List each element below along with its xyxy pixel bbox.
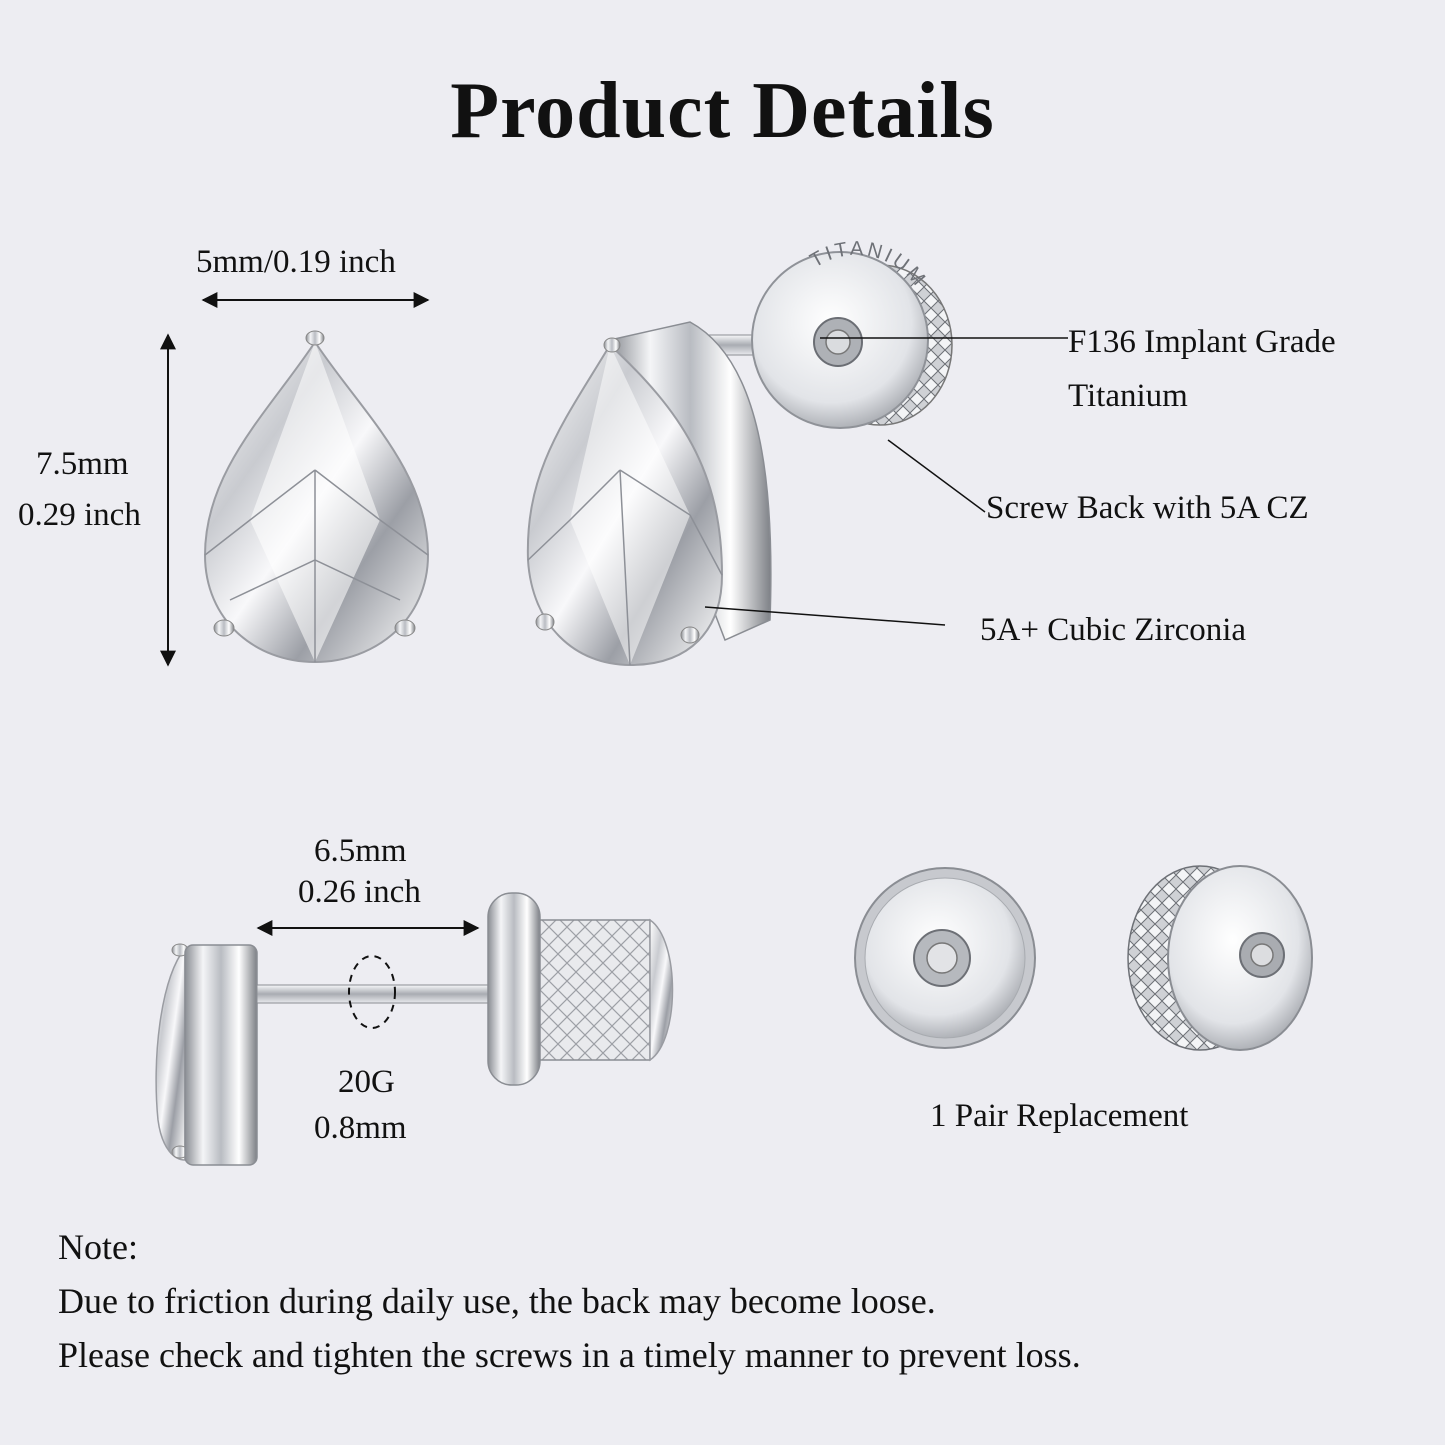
height-inch-label: 0.29 inch	[18, 497, 141, 533]
note-heading: Note:	[58, 1227, 138, 1267]
width-label: 5mm/0.19 inch	[196, 244, 396, 280]
gauge-mm-label: 0.8mm	[314, 1110, 407, 1146]
stud-angled-view	[526, 251, 953, 667]
screw-back-label: Screw Back with 5A CZ	[986, 490, 1309, 526]
replacement-label: 1 Pair Replacement	[930, 1098, 1189, 1134]
height-mm-label: 7.5mm	[36, 446, 129, 482]
note-line-2: Please check and tighten the screws in a…	[58, 1335, 1081, 1375]
note-line-1: Due to friction during daily use, the ba…	[58, 1281, 936, 1321]
replacement-back-angled	[1127, 865, 1313, 1051]
stud-side-view	[155, 892, 674, 1166]
gauge-indicator	[348, 955, 396, 1029]
page-title: Product Details	[450, 67, 995, 155]
material-label-line2: Titanium	[1068, 378, 1188, 414]
bar-length-inch-label: 0.26 inch	[298, 874, 421, 910]
stone-callout-line	[704, 606, 946, 626]
stone-label: 5A+ Cubic Zirconia	[980, 612, 1247, 648]
replacement-back-front	[854, 867, 1036, 1049]
stud-front-view	[203, 330, 430, 664]
bar-length-mm-label: 6.5mm	[314, 833, 407, 869]
screw-back-callout-line	[887, 439, 986, 513]
material-label-line1: F136 Implant Grade	[1068, 324, 1336, 360]
gauge-label: 20G	[338, 1064, 395, 1100]
